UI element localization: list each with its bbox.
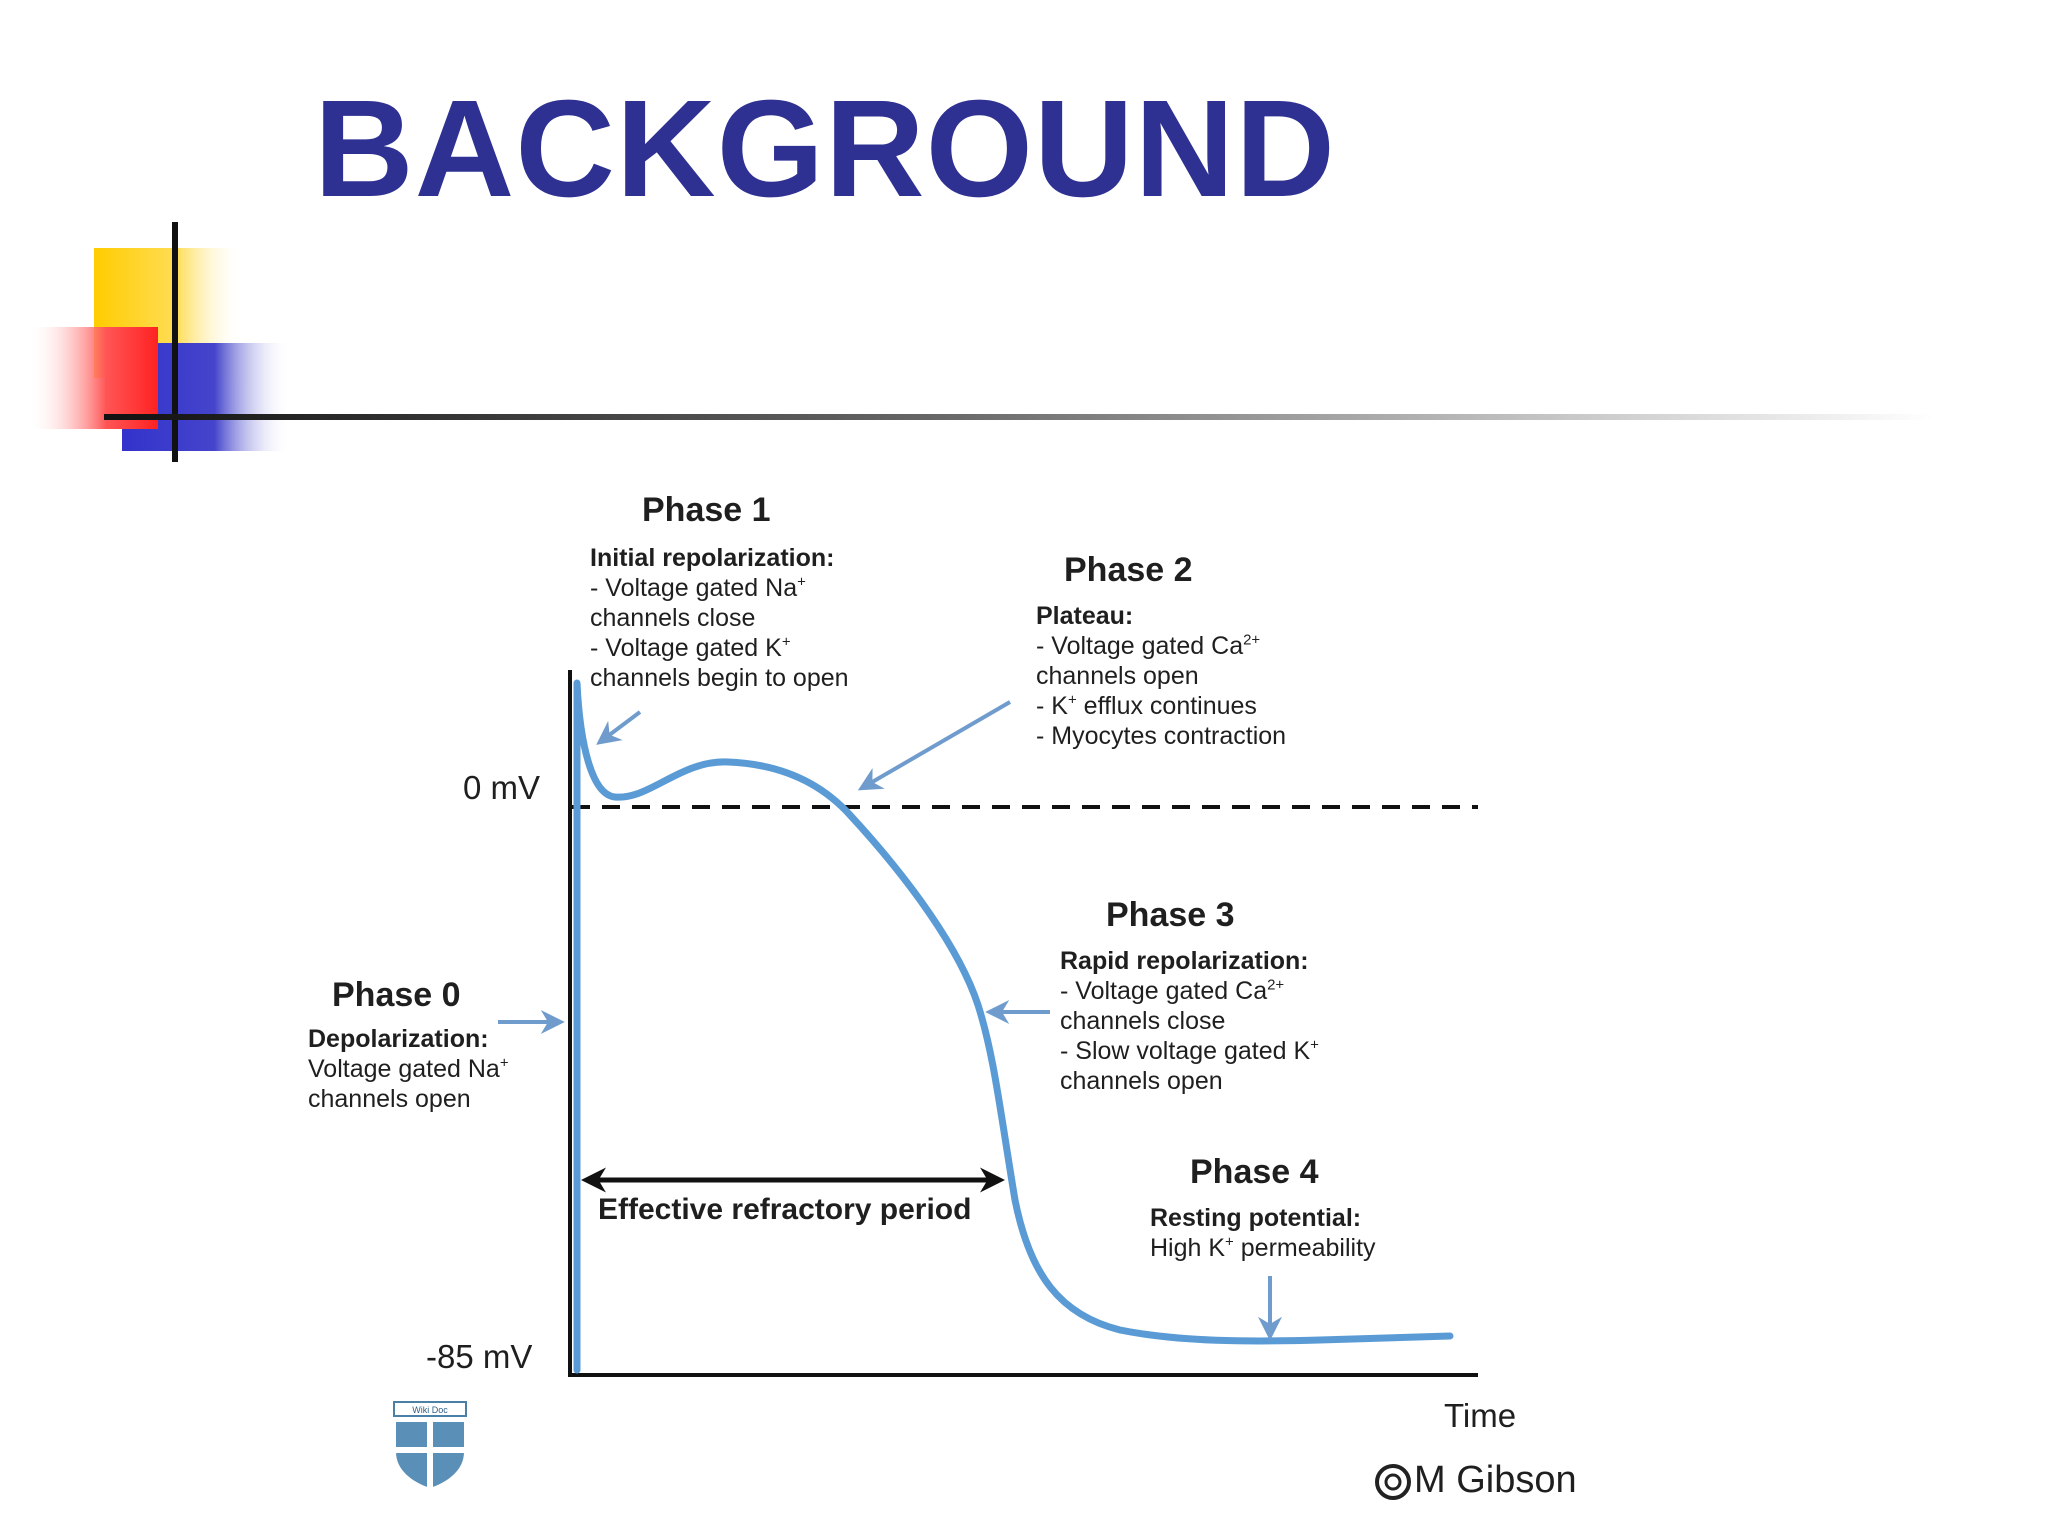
phase2-line: - Voltage gated Ca2+ [1036, 631, 1261, 660]
phase0-line: channels open [308, 1084, 471, 1113]
phase0-title: Phase 0 [332, 976, 461, 1014]
phase3-line: channels close [1060, 1006, 1226, 1035]
copyright-circle [1375, 1464, 1411, 1500]
refractory-period-label: Effective refractory period [598, 1193, 972, 1226]
action-potential-curve [573, 679, 1454, 1374]
phase1-title: Phase 1 [642, 491, 771, 529]
deco-vertical-line [172, 222, 178, 462]
arrow-phase1 [596, 710, 642, 745]
phase2-line: - Myocytes contraction [1036, 721, 1287, 750]
phase0-line: Voltage gated Na+ [308, 1054, 509, 1083]
phase0-subtitle: Depolarization: [308, 1024, 489, 1053]
wikidoc-logo-text: Wiki Doc [412, 1405, 448, 1415]
y-label-zero-mv: 0 mV [463, 769, 541, 806]
arrow-phase2 [857, 700, 1012, 791]
x-label-time: Time [1444, 1397, 1517, 1434]
wikidoc-logo: Wiki Doc [393, 1401, 467, 1488]
phase3-line: - Voltage gated Ca2+ [1060, 976, 1285, 1005]
phase2-subtitle: Plateau: [1036, 601, 1134, 630]
phase1-annotation: Phase 1 Initial repolarization: - Voltag… [590, 490, 849, 693]
deco-horizontal-line [104, 414, 1934, 420]
phase1-line: - Voltage gated K+ [590, 633, 791, 662]
phase3-annotation: Phase 3 Rapid repolarization: - Voltage … [1060, 895, 1319, 1096]
phase0-annotation: Phase 0 Depolarization: Voltage gated Na… [308, 975, 509, 1114]
deco-red-square [28, 327, 158, 429]
phase4-line: High K+ permeability [1150, 1233, 1376, 1262]
phase2-line: channels open [1036, 661, 1199, 690]
phase3-line: - Slow voltage gated K+ [1060, 1036, 1319, 1065]
y-label-minus85-mv: -85 mV [426, 1338, 533, 1375]
phase4-annotation: Phase 4 Resting potential: High K+ perme… [1150, 1152, 1376, 1263]
phase2-title: Phase 2 [1064, 551, 1193, 589]
phase1-subtitle: Initial repolarization: [590, 543, 835, 572]
phase1-line: channels begin to open [590, 663, 849, 692]
phase3-line: channels open [1060, 1066, 1223, 1095]
phase3-title: Phase 3 [1106, 896, 1235, 934]
phase4-title: Phase 4 [1190, 1153, 1319, 1191]
copyright-circle-inner [1384, 1473, 1402, 1491]
phase3-subtitle: Rapid repolarization: [1060, 946, 1309, 975]
phase2-line: - K+ efflux continues [1036, 691, 1257, 720]
phase4-subtitle: Resting potential: [1150, 1203, 1362, 1232]
slide-decoration [28, 222, 1934, 462]
slide-title: BACKGROUND [314, 72, 1336, 226]
credit-text: M Gibson [1414, 1459, 1577, 1501]
phase1-line: - Voltage gated Na+ [590, 573, 806, 602]
phase1-line: channels close [590, 603, 756, 632]
phase2-annotation: Phase 2 Plateau: - Voltage gated Ca2+ ch… [1036, 550, 1286, 751]
